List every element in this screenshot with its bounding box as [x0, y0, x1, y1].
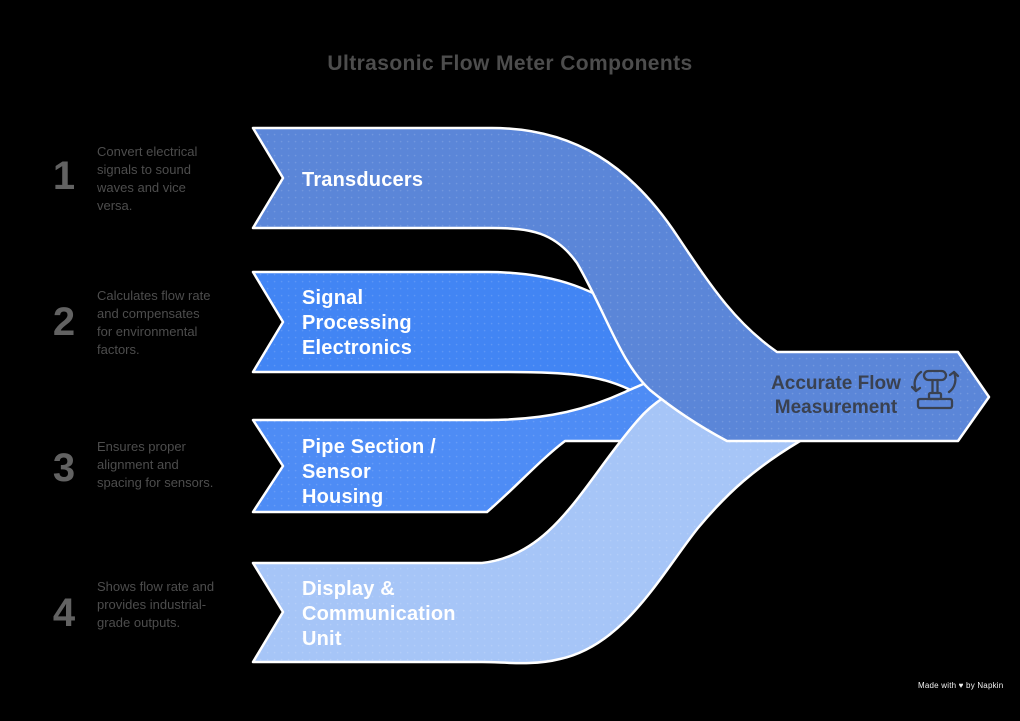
page-title: Ultrasonic Flow Meter Components: [327, 52, 693, 75]
ribbon-label-transducers: Transducers: [302, 169, 424, 191]
step-description-1: Convert electrical signals to sound wave…: [97, 144, 198, 213]
ribbon-label-display-unit: Display & Communication Unit: [302, 578, 456, 650]
step-description-2: Calculates flow rate and compensates for…: [97, 288, 211, 357]
ribbon-label-signal-processing: Signal Processing Electronics: [302, 287, 413, 359]
flow-control-valve-icon: [910, 369, 960, 410]
step-number-4: 4: [52, 591, 76, 635]
step-description-4: Shows flow rate and provides industrial-…: [97, 579, 215, 630]
result-label: Accurate Flow Measurement: [771, 373, 901, 418]
step-number-2: 2: [52, 300, 76, 344]
step-number-1: 1: [52, 154, 76, 198]
step-number-3: 3: [52, 446, 76, 490]
watermark: Made with ♥ by Napkin: [918, 681, 1004, 690]
step-description-3: Ensures proper alignment and spacing for…: [97, 439, 214, 490]
ribbon-label-pipe-section: Pipe Section / Sensor Housing: [302, 436, 436, 508]
